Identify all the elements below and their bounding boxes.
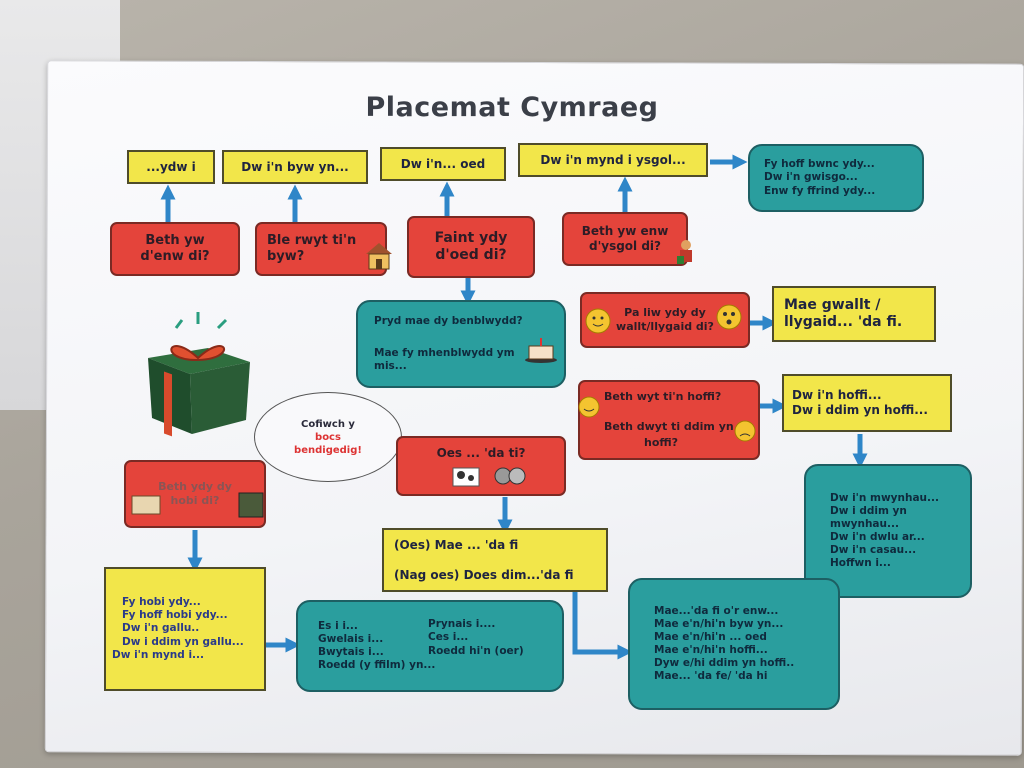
speech-line-2: bocs <box>315 431 341 443</box>
hobby-3: Dw i'n gallu.. <box>122 622 200 635</box>
past-right-3: Roedd hi'n (oer) <box>428 644 524 657</box>
cake-icon <box>525 338 557 363</box>
hobby-q-1: Beth ydy dy <box>158 480 232 494</box>
like-a-1: Dw i'n hoffi... <box>792 388 882 402</box>
third-person-4: Mae e'n/hi'n hoffi... <box>654 644 768 656</box>
yellow-box-have-answer: (Oes) Mae ... 'da fi (Nag oes) Does dim.… <box>382 528 608 592</box>
gift-box-icon <box>148 312 250 437</box>
schoolchild-icon <box>677 240 692 264</box>
teal-box-past-tense: Es i i... Gwelais i... Bwytais i... Roed… <box>296 600 564 692</box>
placemat-title: Placemat Cymraeg <box>365 92 659 123</box>
yellow-box-name-text: ...ydw i <box>146 159 196 174</box>
past-left-4: Roedd (y ffilm) yn... <box>318 659 436 672</box>
red-box-age-question: Faint ydy d'oed di? <box>407 216 535 278</box>
cow-icon <box>452 467 480 487</box>
birthday-a-2: mis... <box>374 359 407 372</box>
age-q-1: Faint ydy <box>434 229 508 246</box>
hair-q-2: wallt/llygaid di? <box>616 320 714 333</box>
red-box-like-question: Beth wyt ti'n hoffi? Beth dwyt ti ddim y… <box>578 380 760 460</box>
like-q-1: Beth wyt ti'n hoffi? <box>604 390 722 404</box>
yellow-box-hobbies: Fy hobi ydy... Fy hoff hobi ydy... Dw i'… <box>104 567 266 691</box>
third-person-5: Dyw e/hi ddim yn hoffi.. <box>654 657 795 670</box>
red-box-name-question: Beth yw d'enw di? <box>110 222 240 276</box>
hair-a-1: Mae gwallt / <box>784 296 881 313</box>
past-right-2: Ces i... <box>428 631 469 644</box>
birthday-a-1: Mae fy mhenblwydd ym <box>374 347 515 360</box>
have-a-1: (Oes) Mae ... 'da fi <box>394 537 519 552</box>
yellow-box-like-answer: Dw i'n hoffi... Dw i ddim yn hoffi... <box>782 374 952 432</box>
sports-photo-icon <box>238 492 264 518</box>
opinion-5: Dw i'n casau... <box>830 544 917 557</box>
hair-a-2: llygaid... 'da fi. <box>784 314 903 330</box>
past-left-2: Gwelais i... <box>318 632 384 645</box>
speech-line-1: Cofiwch y <box>301 418 355 430</box>
hobby-q-2: hobi di? <box>170 494 220 507</box>
third-person-2: Mae e'n/hi'n byw yn... <box>654 617 784 630</box>
live-q-1: Ble rwyt ti'n <box>267 232 357 248</box>
school-q-1: Beth yw enw <box>581 224 669 238</box>
yellow-box-age-text: Dw i'n... oed <box>400 156 486 171</box>
school-fact-3: Enw fy ffrind ydy... <box>764 184 876 197</box>
past-right-column: Prynais i.... Ces i... Roedd hi'n (oer) <box>428 618 524 657</box>
hair-q-1: Pa liw ydy dy <box>624 306 706 320</box>
age-q-2: d'oed di? <box>435 247 507 263</box>
yellow-box-hair-answer: Mae gwallt / llygaid... 'da fi. <box>772 286 936 342</box>
hobby-1: Fy hobi ydy... <box>122 596 201 609</box>
house-icon <box>366 243 392 270</box>
third-person-3: Mae e'n/hi'n ... oed <box>654 630 767 643</box>
past-right-1: Prynais i.... <box>428 618 496 631</box>
hobby-2: Fy hoff hobi ydy... <box>122 609 228 622</box>
like-a-2: Dw i ddim yn hoffi... <box>792 403 928 417</box>
smiley-face-icon <box>585 308 611 334</box>
have-q: Oes ... 'da ti? <box>436 446 526 460</box>
teal-box-school-facts: Fy hoff bwnc ydy... Dw i'n gwisgo... Enw… <box>748 144 924 212</box>
happy-face-icon <box>578 396 600 418</box>
name-q-2: d'enw di? <box>140 249 210 264</box>
past-left-3: Bwytais i... <box>318 646 384 658</box>
yellow-box-live: Dw i'n byw yn... <box>222 150 368 184</box>
speech-line-3: bendigedig! <box>294 444 362 456</box>
pets-icon <box>494 467 526 485</box>
opinion-2: Dw i ddim yn <box>830 504 907 517</box>
teal-box-birthday: Pryd mae dy benblwydd? Mae fy mhenblwydd… <box>356 300 566 388</box>
yellow-box-school-text: Dw i'n mynd i ysgol... <box>540 152 686 167</box>
opinion-4: Dw i'n dwlu ar... <box>830 531 925 543</box>
hobby-5: Dw i'n mynd i... <box>112 648 205 661</box>
opinion-1: Dw i'n mwynhau... <box>830 491 939 504</box>
name-q-1: Beth yw <box>145 232 205 248</box>
red-box-have-question: Oes ... 'da ti? <box>396 436 566 496</box>
school-q-2: d'ysgol di? <box>588 239 662 253</box>
book-icon <box>131 495 161 515</box>
teal-box-opinions: Dw i'n mwynhau... Dw i ddim yn mwynhau..… <box>804 464 972 598</box>
school-fact-1: Fy hoff bwnc ydy... <box>764 158 875 171</box>
live-q-2: byw? <box>267 249 305 264</box>
third-person-6: Mae... 'da fe/ 'da hi <box>654 670 768 683</box>
past-left-column: Es i i... Gwelais i... Bwytais i... Roed… <box>318 619 436 673</box>
past-left-1: Es i i... <box>318 619 358 632</box>
teal-box-third-person: Mae...'da fi o'r enw... Mae e'n/hi'n byw… <box>628 578 840 710</box>
red-box-live-question: Ble rwyt ti'n byw? <box>255 222 387 276</box>
opinion-3: mwynhau... <box>830 517 899 530</box>
opinion-6: Hoffwn i... <box>830 557 891 570</box>
yellow-box-name: ...ydw i <box>127 150 215 184</box>
sad-face-icon <box>734 420 756 442</box>
third-person-1: Mae...'da fi o'r enw... <box>654 604 779 617</box>
worried-face-icon <box>716 304 742 330</box>
school-fact-2: Dw i'n gwisgo... <box>764 171 858 184</box>
yellow-box-live-text: Dw i'n byw yn... <box>241 159 349 174</box>
hobby-4: Dw i ddim yn gallu... <box>122 635 244 648</box>
birthday-q: Pryd mae dy benblwydd? <box>374 315 523 328</box>
have-a-2: (Nag oes) Does dim...'da fi <box>394 567 574 582</box>
red-box-school-question: Beth yw enw d'ysgol di? <box>562 212 688 266</box>
yellow-box-age: Dw i'n... oed <box>380 147 506 181</box>
like-q-3: hoffi? <box>644 436 679 450</box>
yellow-box-school: Dw i'n mynd i ysgol... <box>518 143 708 177</box>
like-q-2: Beth dwyt ti ddim yn <box>604 420 734 434</box>
speech-bubble: Cofiwch y bocs bendigedig! <box>254 392 402 482</box>
